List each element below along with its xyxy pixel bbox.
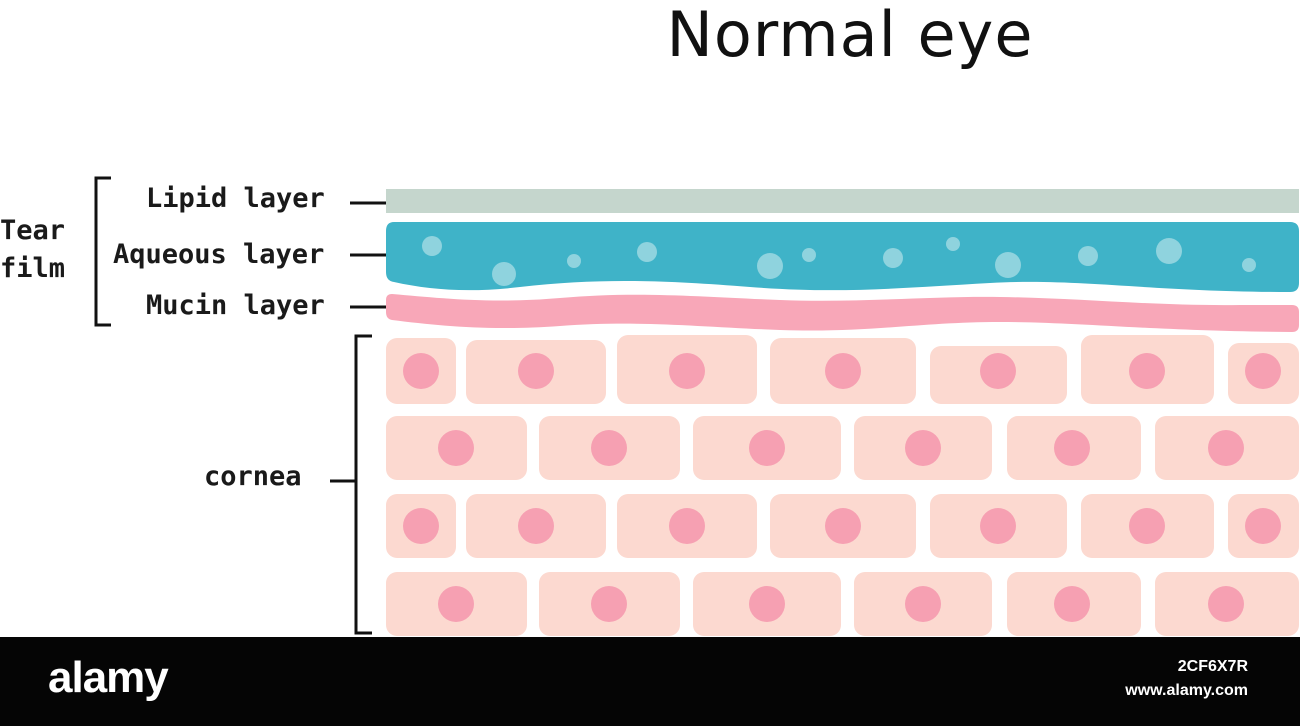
watermark-footer: alamy 2CF6X7R www.alamy.com [0,637,1300,726]
aqueous-layer-label: Aqueous layer [113,239,325,270]
alamy-logo: alamy [48,653,169,702]
lipid-layer-label: Lipid layer [146,183,325,214]
aqueous-layer [386,222,1299,292]
site-url: www.alamy.com [1125,682,1248,699]
mucin-layer [386,294,1299,332]
mucin-layer-label: Mucin layer [146,290,325,321]
tear-film-bracket [94,176,111,327]
tear-film-label: Tear film [0,215,66,284]
aqueous-bubbles [422,236,1256,286]
lipid-layer [386,189,1299,213]
cornea-label: cornea [204,461,302,492]
cornea-bracket [354,334,372,635]
diagram-title: Normal eye [666,0,1034,71]
eye-layers-diagram [94,176,1299,636]
cell-nuclei [403,353,1281,622]
image-id: 2CF6X7R [1177,658,1248,675]
